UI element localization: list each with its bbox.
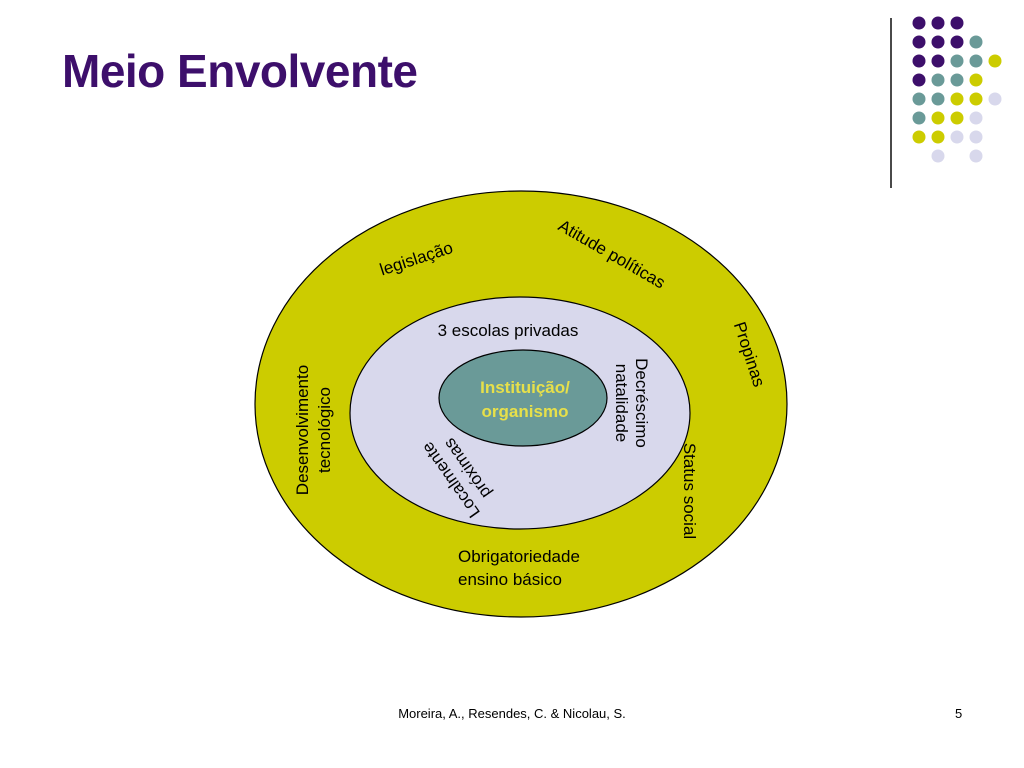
decorative-dot <box>950 73 964 87</box>
decorative-dot <box>912 111 926 125</box>
vertical-divider <box>890 18 892 188</box>
decorative-dot <box>912 16 926 30</box>
label-decrescimo-line2: natalidade <box>612 364 631 442</box>
decorative-dot <box>931 92 945 106</box>
decorative-dot <box>969 92 983 106</box>
decorative-dot <box>931 130 945 144</box>
center-label-line2: organismo <box>482 402 569 421</box>
label-decrescimo-natalidade: Decréscimo natalidade <box>612 358 651 448</box>
decorative-dot <box>969 35 983 49</box>
decorative-dot <box>931 54 945 68</box>
decorative-dot <box>969 54 983 68</box>
decorative-dot <box>969 73 983 87</box>
decorative-dot <box>912 92 926 106</box>
decorative-dot <box>912 73 926 87</box>
center-label-line1: Instituição/ <box>480 378 570 397</box>
decorative-dot <box>950 130 964 144</box>
decorative-dot <box>969 149 983 163</box>
decorative-dot <box>950 111 964 125</box>
decorative-dot <box>931 35 945 49</box>
label-desenvolvimento-line2: tecnológico <box>315 387 334 473</box>
decorative-dot <box>931 16 945 30</box>
decorative-dot <box>950 92 964 106</box>
label-desenvolvimento-tecnologico: Desenvolvimento tecnológico <box>293 365 334 495</box>
decorative-dot <box>912 54 926 68</box>
decorative-dot <box>931 111 945 125</box>
label-desenvolvimento-line1: Desenvolvimento <box>293 365 312 495</box>
decorative-dot <box>988 54 1002 68</box>
decorative-dot <box>912 130 926 144</box>
label-obrigatoriedade-line1: Obrigatoriedade <box>458 547 580 566</box>
decorative-dot <box>931 149 945 163</box>
decorative-dot <box>950 54 964 68</box>
slide-title: Meio Envolvente <box>62 45 418 97</box>
label-escolas-privadas: 3 escolas privadas <box>438 321 579 340</box>
decorative-dot <box>912 35 926 49</box>
decorative-dot <box>950 35 964 49</box>
center-ellipse <box>438 349 608 447</box>
label-decrescimo-line1: Decréscimo <box>632 358 651 448</box>
decorative-dot <box>931 73 945 87</box>
decorative-dot <box>950 16 964 30</box>
decorative-dot <box>969 111 983 125</box>
decorative-dot <box>988 92 1002 106</box>
label-obrigatoriedade-line2: ensino básico <box>458 570 562 589</box>
decorative-dot <box>969 130 983 144</box>
label-status-social: Status social <box>680 443 699 539</box>
decorative-dot-grid <box>912 16 1002 163</box>
footer-credit: Moreira, A., Resendes, C. & Nicolau, S. <box>398 706 626 721</box>
page-number: 5 <box>955 706 963 721</box>
